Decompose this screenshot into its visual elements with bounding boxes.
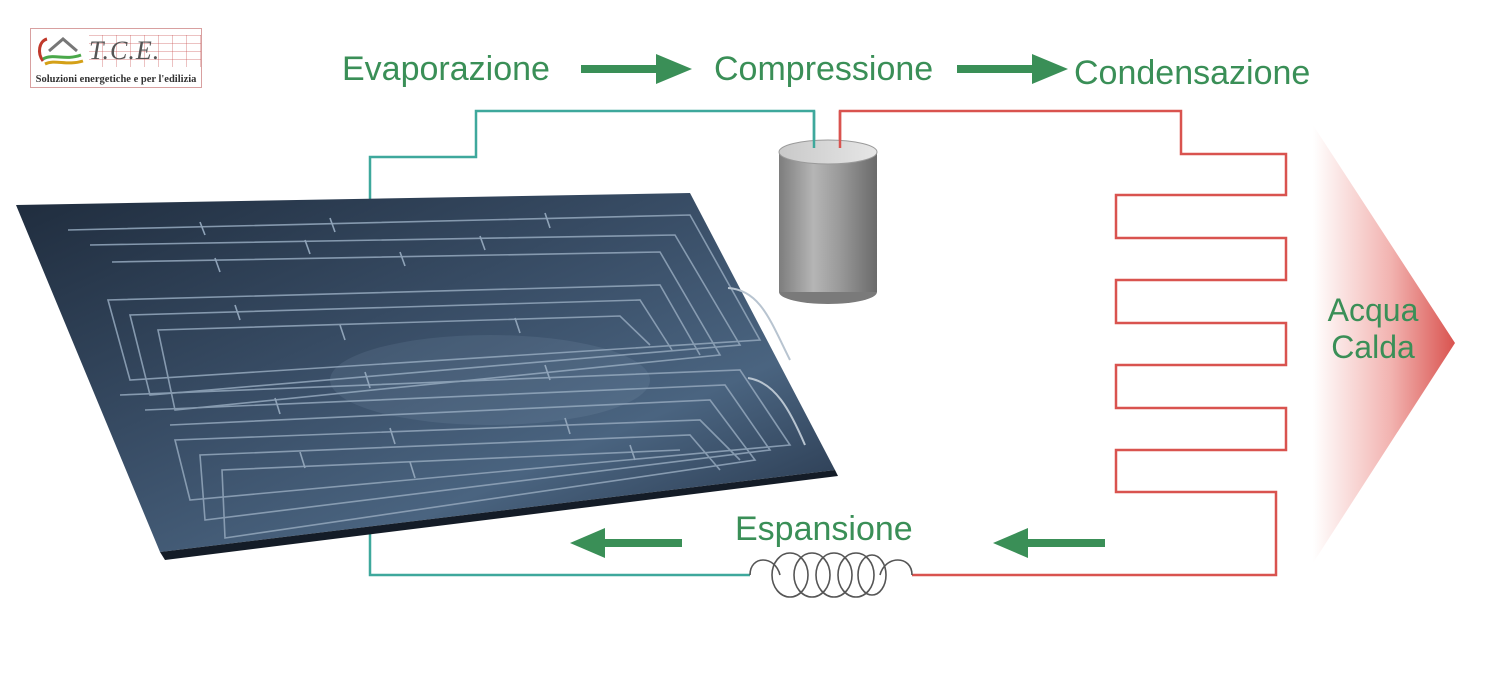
condenser-coil-icon [838, 109, 1288, 577]
label-expansion: Espansione [735, 510, 913, 548]
hot-water-label-line2: Calda [1331, 328, 1415, 365]
logo-tagline: Soluzioni energetiche e per l'edilizia [35, 74, 197, 85]
hot-water-arrow-icon [1313, 125, 1455, 563]
cold-line-lower [368, 530, 750, 577]
arrow-left-icon [570, 528, 682, 558]
arrow-left-icon [993, 528, 1105, 558]
house-logo-icon [38, 37, 84, 66]
expansion-coil-icon [749, 552, 913, 598]
arrow-right-icon [581, 54, 692, 84]
hot-water-label: Acqua Calda [1318, 292, 1428, 366]
company-logo: T.C.E. Soluzioni energetiche e per l'edi… [30, 28, 202, 88]
solar-panel-icon [16, 193, 838, 560]
hot-water-label-line1: Acqua [1327, 292, 1419, 328]
label-condensation: Condensazione [1074, 54, 1311, 92]
label-evaporation: Evaporazione [342, 50, 550, 88]
logo-name: T.C.E. [89, 35, 201, 67]
cold-line-upper [368, 109, 816, 205]
arrow-right-icon [957, 54, 1068, 84]
compressor-icon [778, 139, 878, 304]
label-compression: Compressione [714, 50, 934, 88]
